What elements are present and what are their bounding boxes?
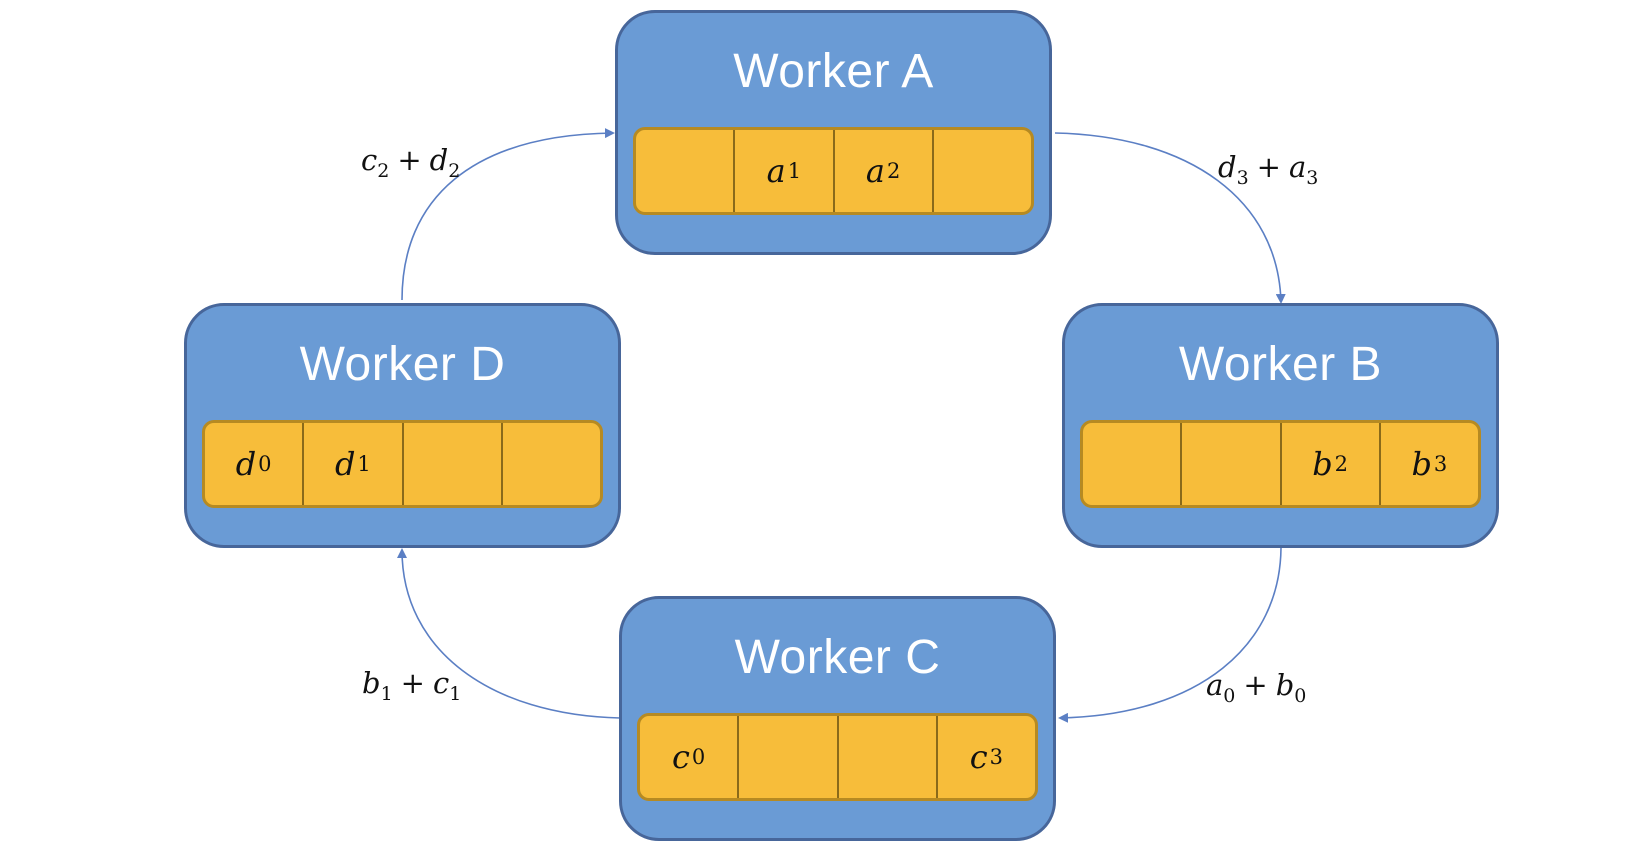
edge-label-d-to-a: c2+d2	[361, 143, 461, 182]
worker-title: Worker B	[1178, 338, 1383, 391]
arrow-a-to-b	[1054, 132, 1286, 304]
buffer-cell	[401, 423, 501, 505]
buffer-cell	[1180, 423, 1279, 505]
worker-title: Worker C	[734, 631, 941, 684]
edge-label-b-to-c: a0+b0	[1206, 668, 1307, 707]
buffer-cell	[836, 716, 936, 798]
edge-label-c-to-d: b1+c1	[362, 666, 462, 705]
buffer-cell	[500, 423, 600, 505]
arrow-b-to-c	[1058, 547, 1282, 723]
worker-title: Worker A	[733, 45, 934, 98]
arrow-d-to-a	[401, 128, 615, 301]
arrow-c-to-d	[397, 548, 621, 719]
edge-label-a-to-b: d3+a3	[1218, 150, 1319, 189]
buffer-cell	[737, 716, 836, 798]
buffer-cell	[1083, 423, 1180, 505]
buffer-cell	[931, 130, 1031, 212]
buffer-cell	[636, 130, 733, 212]
worker-title: Worker D	[299, 338, 506, 391]
